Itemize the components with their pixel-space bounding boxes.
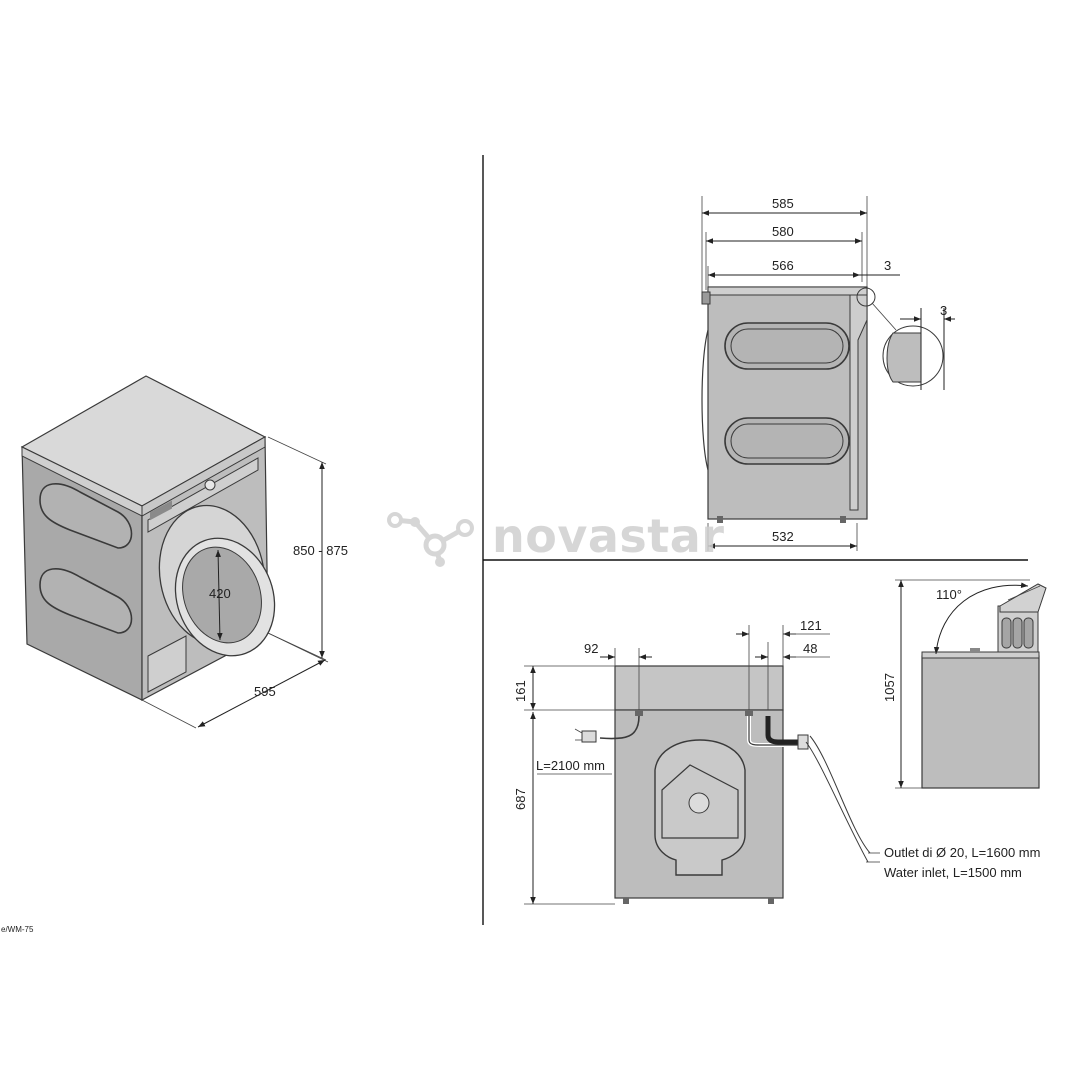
label-outlet-hose: Outlet di Ø 20, L=1600 mm bbox=[884, 845, 1040, 860]
dim-right-offset-outer: 121 bbox=[800, 618, 822, 633]
watermark-text: novastar bbox=[492, 509, 724, 563]
lid-open-view: 110° 1057 bbox=[882, 579, 1047, 789]
rear-view: 92 121 48 161 687 L=2100 mm Outlet di Ø … bbox=[513, 618, 1040, 905]
dim-top-band: 161 bbox=[513, 680, 528, 702]
side-view: 585 580 566 3 532 3 bbox=[701, 196, 955, 551]
dim-door-diameter: 420 bbox=[209, 586, 231, 601]
dim-depth-body: 566 bbox=[772, 258, 794, 273]
dim-width: 595 bbox=[254, 684, 276, 699]
dim-door-offset: 3 bbox=[884, 258, 891, 273]
model-code: e/WM-75 bbox=[1, 925, 34, 934]
dim-depth-total: 585 bbox=[772, 196, 794, 211]
dim-depth-mid: 580 bbox=[772, 224, 794, 239]
label-water-inlet: Water inlet, L=1500 mm bbox=[884, 865, 1022, 880]
isometric-view: 420 850 - 875 595 bbox=[20, 375, 348, 729]
dim-connection-height: 687 bbox=[513, 788, 528, 810]
dim-feet-span: 532 bbox=[772, 529, 794, 544]
dim-opening-angle: 110° bbox=[936, 587, 962, 602]
dim-height-lid-open: 1057 bbox=[882, 673, 897, 702]
dim-right-offset-inner: 48 bbox=[803, 641, 817, 656]
watermark-logo: novastar bbox=[387, 509, 724, 567]
panel-dividers bbox=[482, 155, 1028, 925]
label-power-cable: L=2100 mm bbox=[536, 758, 605, 773]
dim-detail-offset: 3 bbox=[940, 303, 947, 318]
dim-left-offset: 92 bbox=[584, 641, 598, 656]
dim-height-range: 850 - 875 bbox=[293, 543, 348, 558]
